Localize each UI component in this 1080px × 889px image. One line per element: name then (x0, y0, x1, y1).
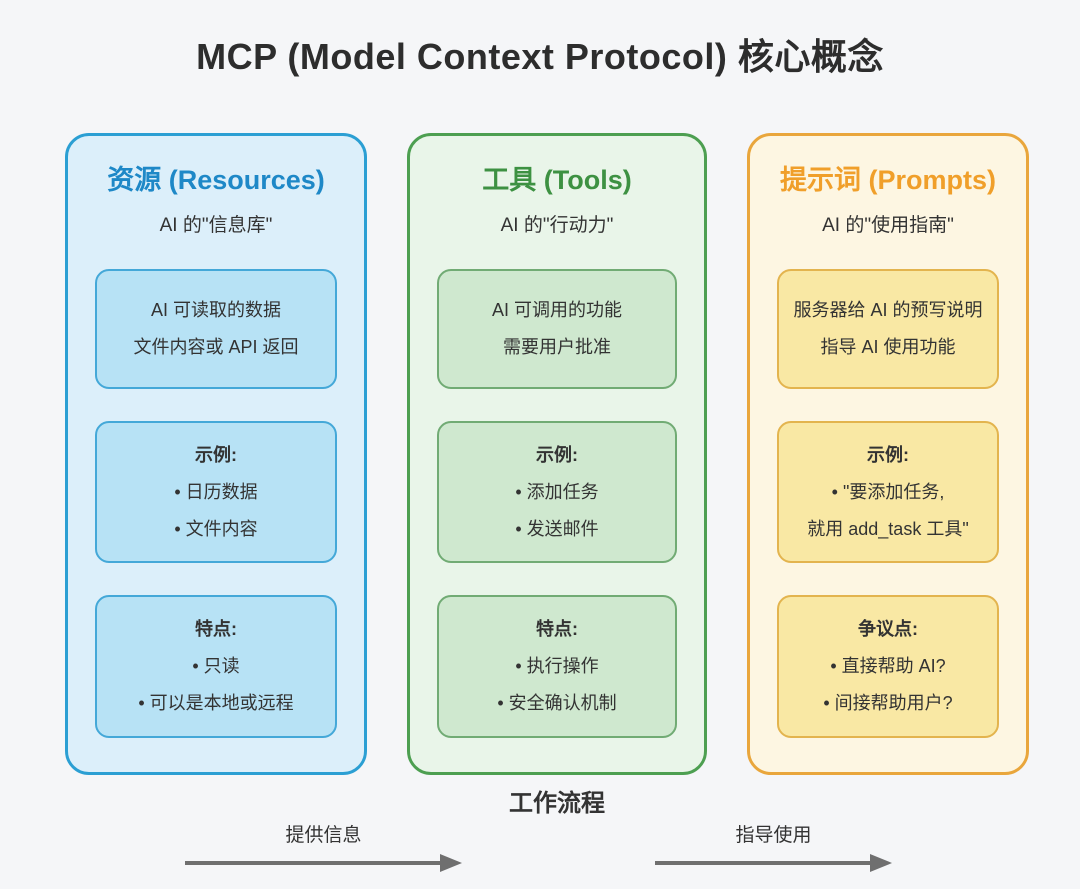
arrow-line (185, 861, 442, 865)
right-arrow-icon (185, 854, 462, 872)
card-line: 服务器给 AI 的预写说明 (793, 299, 983, 320)
panel-prompts-title: 提示词 (Prompts) (780, 165, 996, 195)
tools-description-card: AI 可调用的功能 需要用户批准 (437, 268, 677, 389)
arrow-provide-info: 提供信息 (185, 820, 462, 872)
card-heading: 示例: (867, 444, 909, 465)
tools-traits-card: 特点: • 执行操作 • 安全确认机制 (437, 595, 677, 739)
card-bullet: • 发送邮件 (515, 518, 599, 539)
card-bullet: • 间接帮助用户? (823, 693, 953, 714)
prompts-description-card: 服务器给 AI 的预写说明 指导 AI 使用功能 (777, 268, 999, 389)
card-bullet: • 执行操作 (515, 656, 599, 677)
card-line: AI 可读取的数据 (150, 299, 281, 320)
card-heading: 争议点: (858, 619, 918, 640)
card-bullet: • 可以是本地或远程 (138, 693, 294, 714)
panel-resources-subtitle: AI 的"信息库" (159, 214, 273, 236)
card-heading: 示例: (195, 444, 237, 465)
card-heading: 特点: (536, 619, 578, 640)
card-heading: 特点: (195, 619, 237, 640)
card-line: 文件内容或 API 返回 (133, 336, 299, 357)
card-bullet: • 文件内容 (174, 518, 258, 539)
arrow-guide-usage: 指导使用 (655, 820, 892, 872)
panel-tools: 工具 (Tools) AI 的"行动力" AI 可调用的功能 需要用户批准 示例… (407, 133, 707, 775)
resources-examples-card: 示例: • 日历数据 • 文件内容 (95, 420, 337, 564)
right-arrow-icon (655, 854, 892, 872)
page-title: MCP (Model Context Protocol) 核心概念 (196, 36, 884, 77)
card-bullet: • 日历数据 (174, 481, 258, 502)
arrow-head (870, 854, 892, 872)
panel-prompts-subtitle: AI 的"使用指南" (822, 214, 954, 236)
card-bullet: • 只读 (192, 656, 240, 677)
resources-description-card: AI 可读取的数据 文件内容或 API 返回 (95, 268, 337, 389)
prompts-examples-card: 示例: • "要添加任务, 就用 add_task 工具" (777, 420, 999, 564)
arrow-line (655, 861, 872, 865)
card-bullet: • 直接帮助 AI? (830, 656, 946, 677)
card-line: 需要用户批准 (503, 336, 611, 357)
workflow-title: 工作流程 (509, 790, 605, 817)
resources-traits-card: 特点: • 只读 • 可以是本地或远程 (95, 595, 337, 739)
panel-tools-title: 工具 (Tools) (482, 165, 632, 195)
panel-resources-title: 资源 (Resources) (107, 165, 325, 195)
tools-examples-card: 示例: • 添加任务 • 发送邮件 (437, 420, 677, 564)
card-bullet: • 添加任务 (515, 481, 599, 502)
arrow-guide-usage-label: 指导使用 (735, 825, 812, 846)
panel-tools-subtitle: AI 的"行动力" (500, 214, 614, 236)
panel-prompts: 提示词 (Prompts) AI 的"使用指南" 服务器给 AI 的预写说明 指… (747, 133, 1029, 775)
card-heading: 示例: (536, 444, 578, 465)
card-bullet: • 安全确认机制 (497, 693, 617, 714)
prompts-controversy-card: 争议点: • 直接帮助 AI? • 间接帮助用户? (777, 595, 999, 739)
arrow-head (440, 854, 462, 872)
card-line: AI 可调用的功能 (491, 299, 622, 320)
arrow-provide-info-label: 提供信息 (285, 825, 362, 846)
panel-resources: 资源 (Resources) AI 的"信息库" AI 可读取的数据 文件内容或… (65, 133, 367, 775)
card-bullet: • "要添加任务, (831, 481, 945, 502)
card-line: 就用 add_task 工具" (807, 518, 969, 539)
card-line: 指导 AI 使用功能 (820, 336, 956, 357)
